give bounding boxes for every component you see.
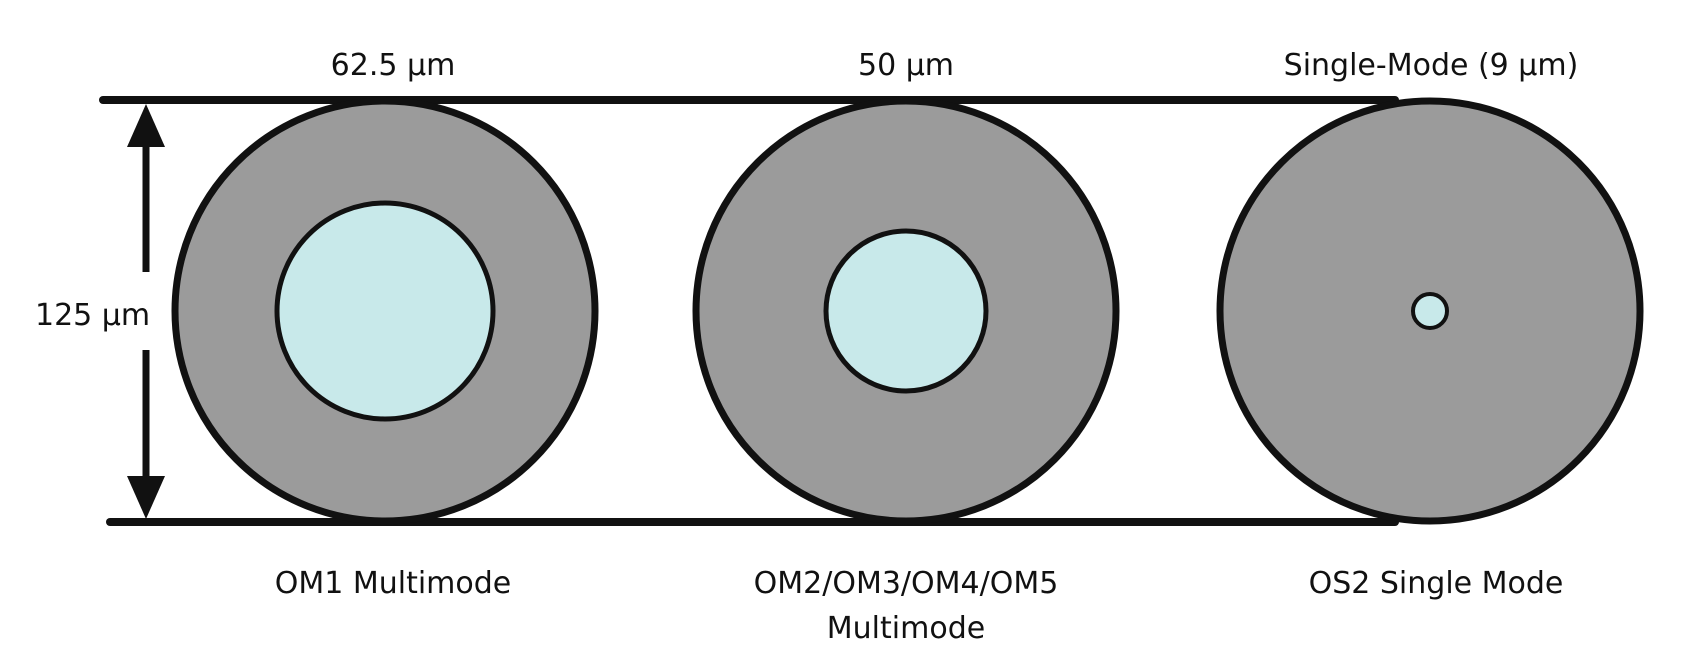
fiber-om2-om5-type-label-line2: Multimode xyxy=(827,611,985,646)
dimension-arrow xyxy=(127,104,165,519)
fiber-om2-om5: 50 µm OM2/OM3/OM4/OM5 Multimode xyxy=(692,48,1120,646)
fiber-os2-type-label: OS2 Single Mode xyxy=(1309,566,1564,601)
arrow-up-icon xyxy=(127,104,165,147)
arrow-down-icon xyxy=(127,476,165,519)
fiber-os2-core-label: Single-Mode (9 µm) xyxy=(1284,48,1579,83)
fiber-om1-core xyxy=(274,200,496,422)
fiber-os2: Single-Mode (9 µm) OS2 Single Mode xyxy=(1216,48,1644,601)
fiber-om2-om5-core-label: 50 µm xyxy=(858,48,954,83)
fiber-om1-core-label: 62.5 µm xyxy=(331,48,456,83)
fiber-om1-type-label: OM1 Multimode xyxy=(275,566,512,601)
dimension-label: 125 µm xyxy=(35,298,150,333)
fiber-om1: 62.5 µm OM1 Multimode xyxy=(171,48,599,601)
fiber-om2-om5-core xyxy=(823,228,989,394)
fiber-om2-om5-type-label-line1: OM2/OM3/OM4/OM5 xyxy=(754,566,1059,601)
fiber-os2-core xyxy=(1411,292,1449,330)
